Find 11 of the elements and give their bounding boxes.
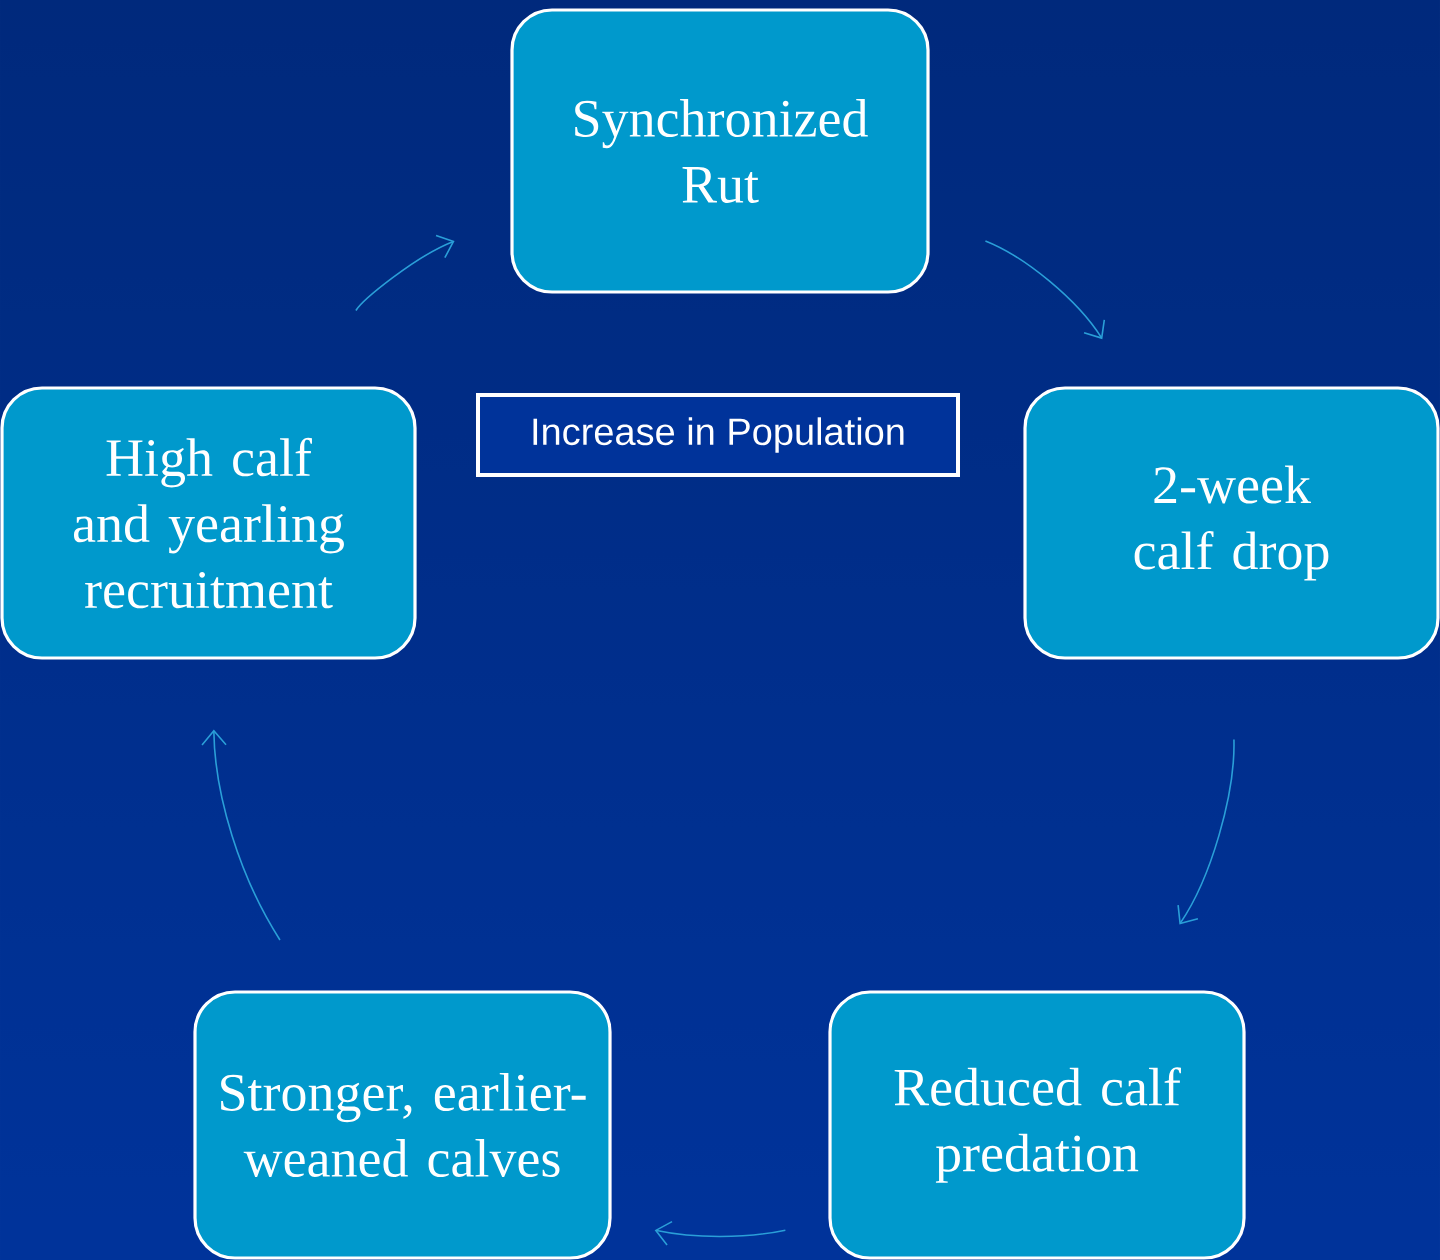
process-box: High calf and yearling recruitment — [0, 386, 417, 660]
arrow — [201, 729, 281, 941]
banner-box: Increase in Population — [476, 393, 960, 477]
arrow — [355, 234, 455, 312]
process-box: Stronger, earlier-weaned calves — [193, 990, 612, 1260]
arrow — [984, 240, 1106, 340]
process-box: Reduced calf predation — [828, 990, 1246, 1260]
arrow — [1177, 738, 1235, 925]
process-box: Synchronized Rut — [510, 8, 930, 294]
arrow — [654, 1220, 787, 1246]
process-box: 2-week calf drop — [1023, 386, 1440, 660]
